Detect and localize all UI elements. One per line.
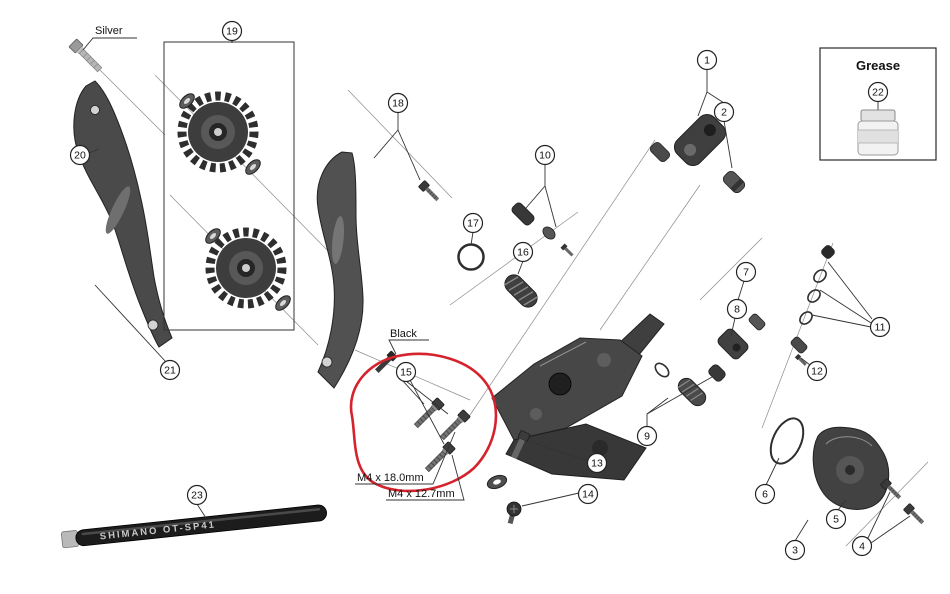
black-label: Black [390, 328, 417, 340]
coil-spring [503, 274, 539, 308]
svg-text:4: 4 [859, 541, 865, 553]
callout-21: 21 [159, 359, 181, 381]
silver-bolt [68, 38, 103, 73]
bracket-linkage [649, 113, 746, 194]
pulley-group-box [163, 41, 295, 331]
callout-8: 8 [726, 298, 748, 320]
svg-text:9: 9 [644, 431, 650, 443]
callout-12: 12 [806, 360, 828, 382]
silver-label: Silver [95, 25, 123, 37]
text-label-silver: Silver [82, 25, 137, 51]
cover-unit [812, 426, 890, 510]
callout-10: 10 [534, 144, 556, 166]
callout-9: 9 [636, 425, 658, 447]
tension-pulley [210, 232, 282, 304]
text-label-m4-short: M4 x 12.7mm [386, 454, 465, 501]
svg-text:8: 8 [734, 304, 740, 316]
svg-text:12: 12 [811, 366, 823, 378]
svg-text:18: 18 [392, 98, 404, 110]
leader-lines [88, 40, 911, 544]
grease-jar-icon [857, 109, 899, 156]
callout-6: 6 [754, 483, 776, 505]
callout-16: 16 [512, 241, 534, 263]
callout-19: 19 [221, 20, 243, 42]
seal-stack [790, 245, 835, 354]
svg-text:15: 15 [400, 367, 412, 379]
svg-text:6: 6 [762, 489, 768, 501]
callout-5: 5 [825, 508, 847, 530]
text-label-black: Black [388, 328, 429, 355]
cage-plate-bolt [417, 179, 442, 204]
svg-text:5: 5 [833, 514, 839, 526]
svg-text:1: 1 [704, 55, 710, 67]
svg-text:7: 7 [743, 267, 749, 279]
cable-guide-block [717, 313, 766, 360]
callout-4: 4 [851, 535, 873, 557]
callout-1: 1 [696, 49, 718, 71]
derailleur-body [491, 313, 665, 481]
callout-17: 17 [462, 212, 484, 234]
callout-2: 2 [713, 101, 735, 123]
svg-text:19: 19 [226, 26, 238, 38]
m4-long-label: M4 x 18.0mm [357, 472, 424, 484]
inner-cage-plate [316, 151, 364, 389]
m4-short-label: M4 x 12.7mm [388, 488, 455, 500]
washer-and-screw [486, 474, 522, 525]
callout-7: 7 [735, 261, 757, 283]
callout-20: 20 [69, 144, 91, 166]
svg-text:13: 13 [591, 458, 603, 470]
callout-13: 13 [586, 452, 608, 474]
svg-text:21: 21 [164, 365, 176, 377]
svg-text:10: 10 [539, 150, 551, 162]
callout-18: 18 [387, 92, 409, 114]
tiny-bolt [794, 353, 807, 366]
o-ring [457, 243, 485, 271]
part-callouts: 1 2 3 4 5 6 7 8 9 10 11 12 13 14 15 16 1… [69, 20, 891, 561]
callout-15: 15 [395, 361, 417, 383]
svg-text:3: 3 [792, 545, 798, 557]
cable-fixing-parts [511, 202, 574, 257]
gasket [769, 417, 805, 465]
pivot-pin [511, 430, 531, 460]
grease-title: Grease [856, 58, 900, 73]
svg-text:11: 11 [875, 322, 886, 334]
b-axle-spring-group [654, 362, 726, 407]
svg-text:22: 22 [872, 87, 884, 99]
callout-3: 3 [784, 539, 806, 561]
svg-text:17: 17 [467, 218, 479, 230]
svg-text:23: 23 [191, 490, 203, 502]
black-bolt [375, 350, 398, 373]
callout-14: 14 [577, 483, 599, 505]
svg-text:20: 20 [74, 150, 86, 162]
cable-housing: SHIMANO OT-SP41 [60, 504, 327, 549]
outer-cage-plate [73, 80, 173, 348]
grease-box: Grease [819, 47, 937, 161]
guide-pulley [182, 96, 254, 168]
svg-text:14: 14 [582, 489, 594, 501]
callout-22: 22 [867, 81, 889, 103]
callout-23: 23 [186, 484, 208, 506]
text-label-m4-long: M4 x 18.0mm [355, 431, 456, 485]
callout-11: 11 [869, 316, 891, 338]
svg-text:2: 2 [721, 107, 727, 119]
svg-text:16: 16 [517, 247, 529, 259]
red-highlight-circle [349, 352, 498, 493]
cover-screws [879, 477, 927, 527]
